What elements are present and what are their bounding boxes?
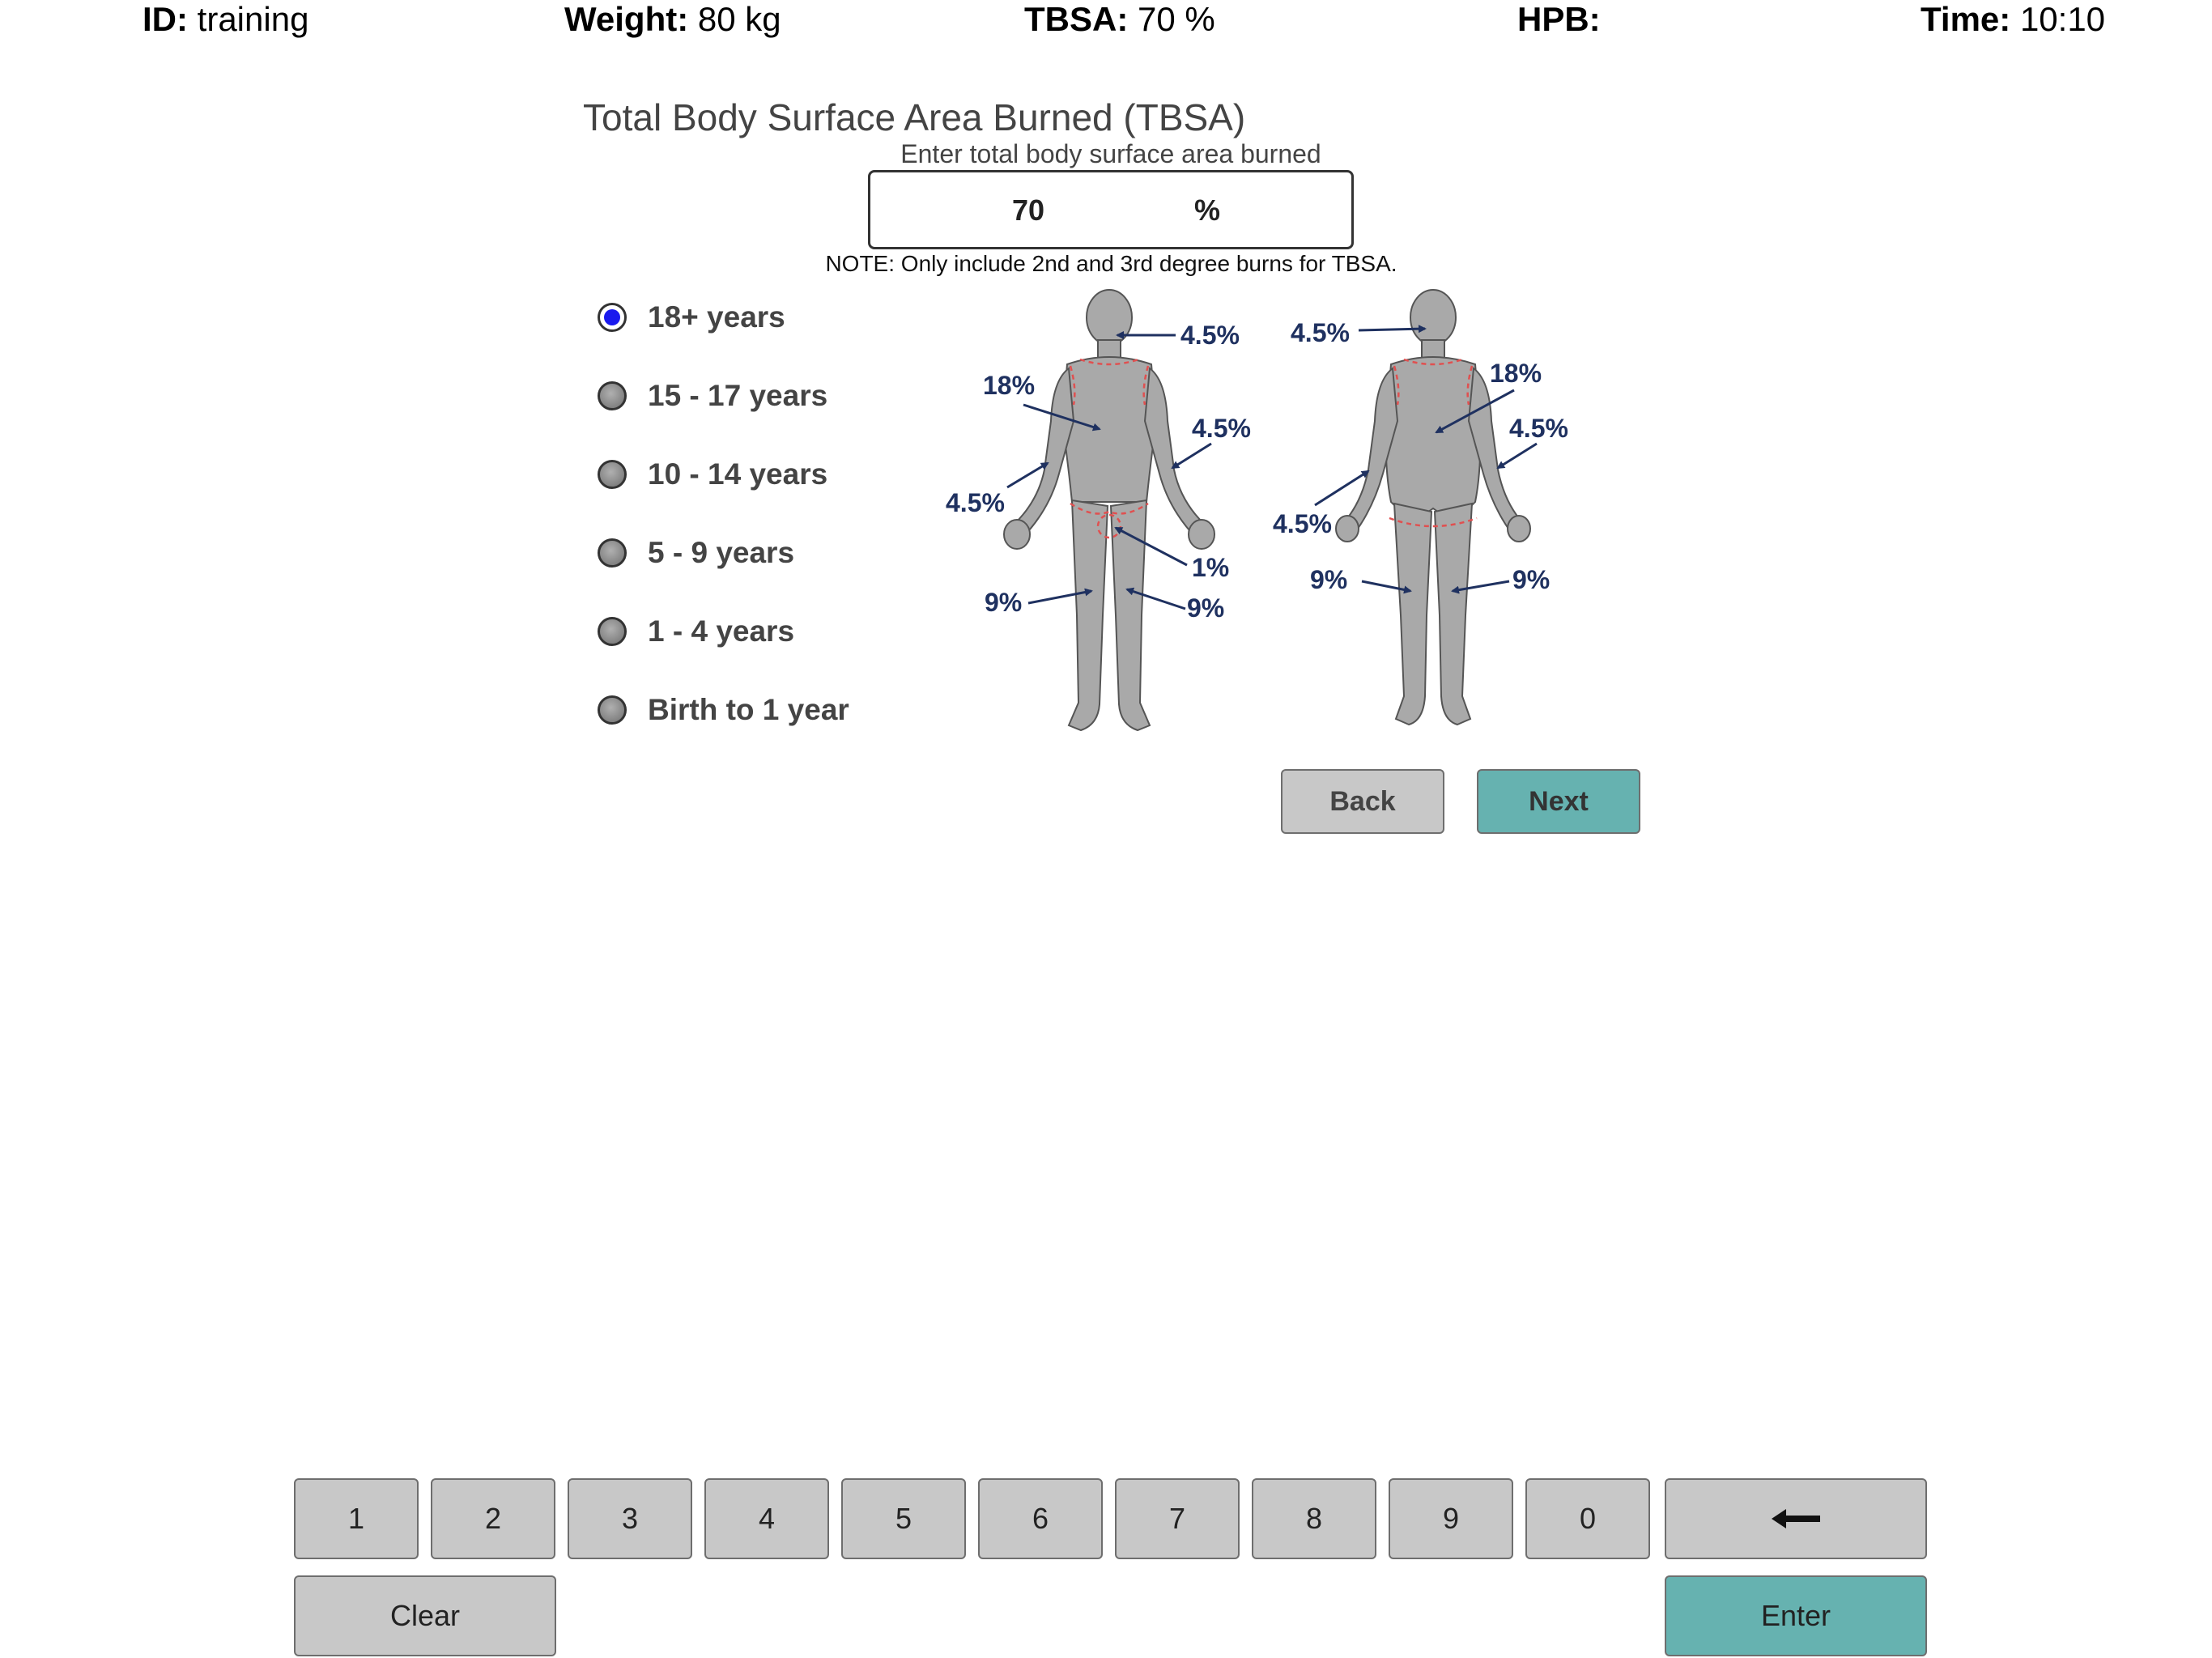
back-head-percent: 4.5% bbox=[1291, 318, 1350, 347]
age-option-18-plus[interactable]: 18+ years bbox=[598, 293, 785, 342]
weight-label: Weight: bbox=[564, 0, 689, 38]
age-option-label: 5 - 9 years bbox=[648, 536, 795, 569]
tbsa-label: TBSA: bbox=[1024, 0, 1129, 38]
front-torso-percent: 18% bbox=[983, 371, 1035, 400]
tbsa-input-label: Enter total body surface area burned bbox=[900, 139, 1321, 168]
header-tbsa: TBSA: 70 % bbox=[1024, 0, 1215, 39]
age-option-label: 18+ years bbox=[648, 300, 785, 334]
back-leg-right-percent: 9% bbox=[1512, 565, 1550, 594]
id-label: ID: bbox=[143, 0, 188, 38]
age-option-15-17[interactable]: 15 - 17 years bbox=[598, 372, 827, 420]
back-button[interactable]: Back bbox=[1281, 769, 1444, 834]
back-burn-boundaries bbox=[1389, 358, 1478, 528]
page-title: Total Body Surface Area Burned (TBSA) bbox=[583, 96, 1246, 138]
key-1[interactable]: 1 bbox=[294, 1478, 419, 1559]
left-arrow-icon bbox=[1772, 1509, 1820, 1528]
key-6[interactable]: 6 bbox=[978, 1478, 1103, 1559]
tbsa-input[interactable]: 70 % bbox=[868, 170, 1354, 249]
age-option-label: Birth to 1 year bbox=[648, 693, 849, 726]
tbsa-input-value: 70 bbox=[1012, 193, 1045, 227]
front-burn-boundaries bbox=[1069, 358, 1150, 539]
header-time: Time: 10:10 bbox=[1921, 0, 2105, 39]
tbsa-header-value: 70 % bbox=[1138, 0, 1215, 38]
weight-value: 80 kg bbox=[697, 0, 781, 38]
backspace-button[interactable] bbox=[1665, 1478, 1927, 1559]
key-5[interactable]: 5 bbox=[841, 1478, 966, 1559]
front-arm-right-percent: 4.5% bbox=[1192, 414, 1251, 443]
key-0[interactable]: 0 bbox=[1525, 1478, 1650, 1559]
header-weight: Weight: 80 kg bbox=[564, 0, 781, 39]
back-arm-right-percent: 4.5% bbox=[1509, 414, 1568, 443]
age-option-5-9[interactable]: 5 - 9 years bbox=[598, 529, 794, 577]
back-leg-left-percent: 9% bbox=[1310, 565, 1347, 594]
clear-button[interactable]: Clear bbox=[294, 1575, 556, 1656]
radio-icon[interactable] bbox=[598, 538, 627, 568]
radio-icon[interactable] bbox=[598, 460, 627, 489]
front-head-percent: 4.5% bbox=[1180, 321, 1240, 350]
back-body-figure bbox=[1335, 289, 1531, 726]
back-torso-percent: 18% bbox=[1490, 359, 1542, 388]
front-arm-left-percent: 4.5% bbox=[946, 488, 1005, 517]
radio-icon[interactable] bbox=[598, 695, 627, 725]
id-value: training bbox=[197, 0, 309, 38]
front-body-figure bbox=[1003, 289, 1215, 732]
front-genitals-percent: 1% bbox=[1192, 553, 1229, 582]
key-3[interactable]: 3 bbox=[568, 1478, 692, 1559]
age-option-label: 1 - 4 years bbox=[648, 614, 795, 648]
age-option-label: 15 - 17 years bbox=[648, 379, 828, 412]
key-2[interactable]: 2 bbox=[431, 1478, 555, 1559]
age-option-birth-1[interactable]: Birth to 1 year bbox=[598, 686, 849, 734]
rule-of-nines-diagram: 4.5% 18% 4.5% 4.5% 1% 9% 9% 4.5% 18% 4.5… bbox=[946, 289, 1568, 732]
enter-button[interactable]: Enter bbox=[1665, 1575, 1927, 1656]
key-9[interactable]: 9 bbox=[1389, 1478, 1513, 1559]
diagram-arrows bbox=[1006, 325, 1538, 610]
age-option-label: 10 - 14 years bbox=[648, 457, 828, 491]
back-arm-left-percent: 4.5% bbox=[1273, 509, 1332, 538]
tbsa-note: NOTE: Only include 2nd and 3rd degree bu… bbox=[825, 251, 1397, 276]
age-option-1-4[interactable]: 1 - 4 years bbox=[598, 607, 794, 656]
tbsa-unit: % bbox=[1194, 193, 1221, 227]
radio-icon[interactable] bbox=[598, 381, 627, 410]
time-value: 10:10 bbox=[2019, 0, 2106, 38]
hpb-label: HPB: bbox=[1517, 0, 1601, 38]
header-id: ID: training bbox=[143, 0, 308, 39]
radio-selected-icon[interactable] bbox=[598, 303, 627, 332]
header-hpb: HPB: bbox=[1517, 0, 1601, 39]
age-option-10-14[interactable]: 10 - 14 years bbox=[598, 450, 827, 499]
key-8[interactable]: 8 bbox=[1252, 1478, 1376, 1559]
next-button[interactable]: Next bbox=[1477, 769, 1640, 834]
time-label: Time: bbox=[1921, 0, 2011, 38]
key-4[interactable]: 4 bbox=[704, 1478, 829, 1559]
radio-icon[interactable] bbox=[598, 617, 627, 646]
key-7[interactable]: 7 bbox=[1115, 1478, 1240, 1559]
front-leg-right-percent: 9% bbox=[1187, 593, 1224, 623]
front-leg-left-percent: 9% bbox=[985, 588, 1022, 617]
